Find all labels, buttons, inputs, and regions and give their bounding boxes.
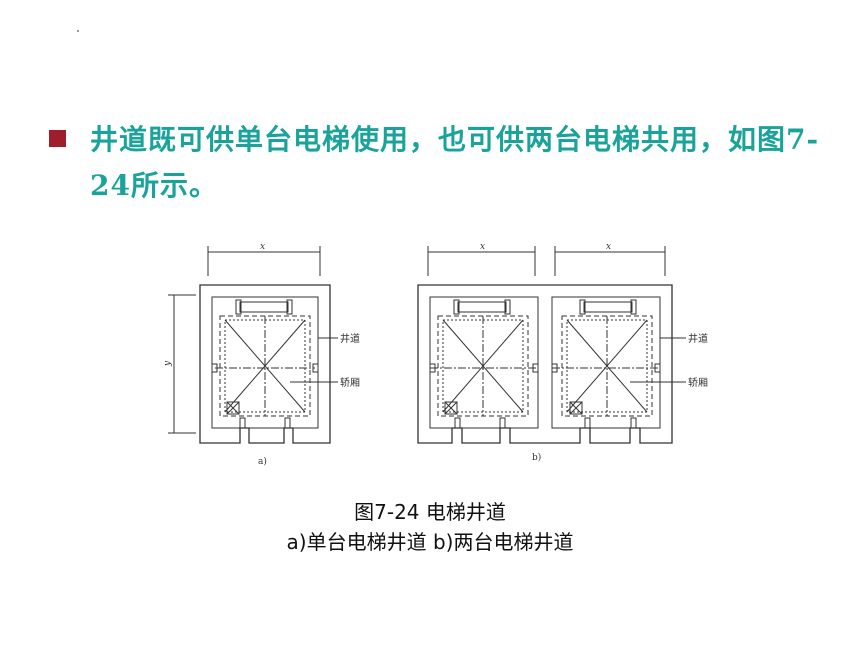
- buffer-b2-x2: [569, 401, 583, 415]
- shaft-inner-wall-b-left: [429, 296, 539, 429]
- buffer-b1-x2: [444, 401, 458, 415]
- elevator-shaft-figure: x y a) x: [163, 242, 708, 467]
- dim-x-label-b2: x: [606, 242, 611, 252]
- dim-y-label: y: [163, 360, 173, 367]
- callouts: 井道 轿厢 井道 轿厢: [290, 332, 708, 389]
- shaft-outer-wall-a: [199, 284, 331, 444]
- counterweight-b-left: [457, 301, 507, 313]
- guide-rail-b2-left: [551, 363, 558, 373]
- square-bullet-icon: [49, 130, 66, 147]
- counterweight-end-left-a: [235, 299, 242, 315]
- figure-a: x y a): [163, 242, 331, 467]
- guide-rail-b1-right: [532, 363, 539, 373]
- guide-rail-left-a: [211, 363, 218, 373]
- figure-caption-title: 图7-24 电梯井道: [354, 500, 506, 524]
- figure-caption-subtitle: a)单台电梯井道 b)两台电梯井道: [286, 530, 574, 554]
- subfigure-label-b: b): [532, 452, 541, 463]
- counterweight-end-b2-right: [630, 299, 637, 315]
- counterweight-a: [239, 301, 289, 313]
- shaft-inner-wall-b-right: [551, 296, 661, 429]
- guide-rail-b2-right: [654, 363, 661, 373]
- label-shaft-a: 井道: [340, 332, 360, 345]
- counterweight-end-b2-left: [579, 299, 586, 315]
- shaft-outer-wall-b: [417, 284, 673, 444]
- bullet-text: 井道既可供单台电梯使用，也可供两台电梯共用，如图7-24所示。: [90, 123, 820, 202]
- label-car-b: 轿厢: [688, 376, 708, 389]
- buffer-x2-a: [226, 401, 240, 415]
- buffer-box-b-right: [569, 401, 583, 415]
- guide-rail-b1-left: [429, 363, 436, 373]
- counterweight-end-right-a: [286, 299, 293, 315]
- figure-b: x x: [417, 242, 673, 463]
- subfigure-label-a: a): [258, 456, 267, 467]
- buffer-box-b-left: [444, 401, 458, 415]
- counterweight-end-b1-left: [453, 299, 460, 315]
- dim-x-label-a: x: [260, 242, 265, 252]
- label-car-a: 轿厢: [340, 376, 360, 389]
- shaft-inner-wall-a: [211, 296, 319, 429]
- counterweight-end-b1-right: [504, 299, 511, 315]
- guide-rail-right-a: [312, 363, 319, 373]
- buffer-box-a: [226, 401, 240, 415]
- label-shaft-b: 井道: [688, 332, 708, 345]
- dim-x-label-b1: x: [480, 242, 485, 252]
- counterweight-b-right: [583, 301, 633, 313]
- decorative-dot: [77, 30, 79, 32]
